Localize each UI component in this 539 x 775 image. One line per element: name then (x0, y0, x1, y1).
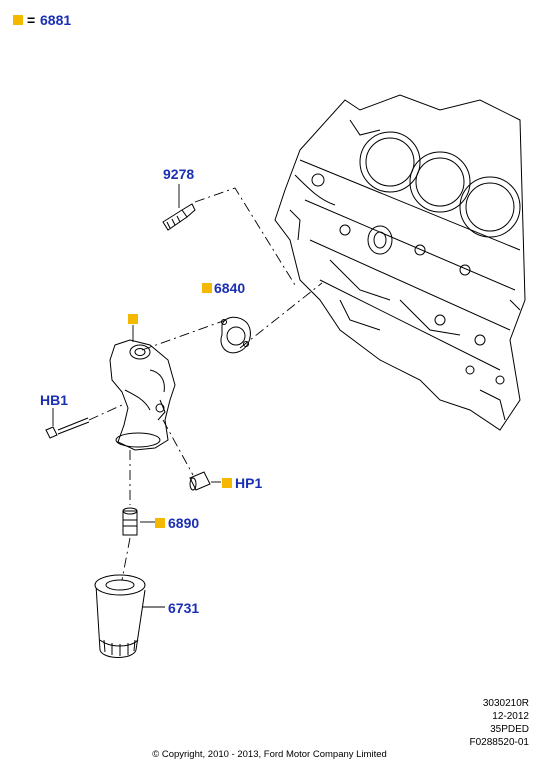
marker-6890 (155, 518, 165, 528)
info-line-2: 12-2012 (492, 711, 529, 722)
gasket-6840-part (220, 316, 251, 354)
stud-6890-part (122, 507, 138, 536)
sensor-9278-part (162, 203, 196, 231)
legend-code: 6881 (40, 12, 72, 28)
label-hb1[interactable]: HB1 (40, 392, 69, 408)
engine-block (274, 94, 526, 431)
label-6840[interactable]: 6840 (214, 280, 246, 296)
diagram-info: 3030210R 12-2012 35PDED F0288520-01 (470, 697, 530, 749)
info-line-4: F0288520-01 (469, 737, 530, 748)
info-line-3: 35PDED (490, 724, 529, 735)
legend-marker (13, 15, 23, 25)
oil-filter-6731-part (94, 574, 146, 658)
leader-lines (52, 184, 221, 608)
marker-housing (128, 314, 138, 324)
copyright-notice: © Copyright, 2010 - 2013, Ford Motor Com… (152, 749, 387, 760)
plug-hp1-part (189, 471, 211, 491)
marker-6840 (202, 283, 212, 293)
label-6890[interactable]: 6890 (168, 515, 200, 531)
label-9278[interactable]: 9278 (163, 166, 195, 182)
bolt-hb1-part (45, 417, 90, 439)
info-line-1: 3030210R (482, 698, 529, 709)
legend-equals: = (27, 12, 36, 28)
filter-adapter-housing (109, 339, 176, 451)
label-hp1[interactable]: HP1 (235, 475, 263, 491)
alignment-lines (88, 187, 323, 581)
marker-hp1 (222, 478, 232, 488)
label-6731[interactable]: 6731 (168, 600, 200, 616)
